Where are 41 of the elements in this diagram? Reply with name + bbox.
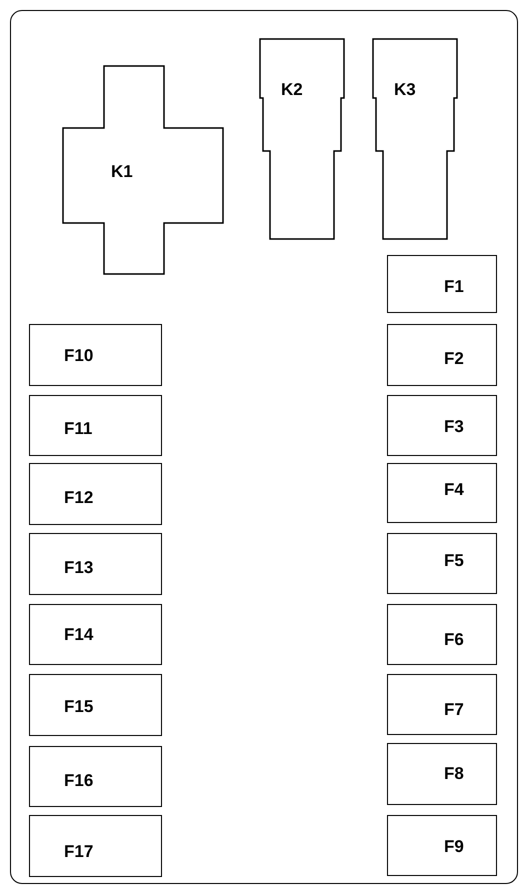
fuse-slot — [29, 533, 162, 595]
fuse-label: F7 — [444, 701, 464, 718]
fuse-label: F8 — [444, 765, 464, 782]
fuse-slot — [29, 604, 162, 665]
fuse-label: F1 — [444, 278, 464, 295]
fuse-slot — [29, 746, 162, 807]
fuse-label: F14 — [64, 626, 94, 643]
relay-label: K2 — [281, 81, 303, 98]
fuse-slot — [29, 324, 162, 386]
fuse-label: F15 — [64, 698, 94, 715]
fuse-slot — [387, 815, 497, 876]
fuse-slot — [387, 674, 497, 735]
fuse-slot — [387, 463, 497, 523]
fuse-label: F11 — [64, 420, 92, 437]
fuse-slot — [29, 674, 162, 736]
fuse-box-panel — [10, 10, 518, 884]
relay-slot — [63, 66, 223, 274]
fuse-label: F4 — [444, 481, 464, 498]
fuse-label: F6 — [444, 631, 464, 648]
fuse-slot — [29, 395, 162, 456]
fuse-label: F13 — [64, 559, 94, 576]
relay-label: K3 — [394, 81, 416, 98]
fuse-slot — [387, 743, 497, 805]
fuse-slot — [387, 533, 497, 594]
fuse-label: F2 — [444, 350, 464, 367]
fuse-label: F9 — [444, 838, 464, 855]
fuse-slot — [29, 463, 162, 525]
fuse-label: F5 — [444, 552, 464, 569]
fuse-label: F10 — [64, 347, 94, 364]
fuse-label: F3 — [444, 418, 464, 435]
fuse-label: F12 — [64, 489, 94, 506]
fuse-label: F16 — [64, 772, 94, 789]
fuse-slot — [387, 395, 497, 456]
fuse-slot — [387, 255, 497, 313]
fuse-slot — [387, 604, 497, 665]
fuse-slot — [29, 815, 162, 877]
fuse-slot — [387, 324, 497, 386]
relay-slot — [260, 39, 344, 239]
fuse-label: F17 — [64, 843, 94, 860]
relay-label: K1 — [111, 163, 133, 180]
relay-slot — [373, 39, 457, 239]
